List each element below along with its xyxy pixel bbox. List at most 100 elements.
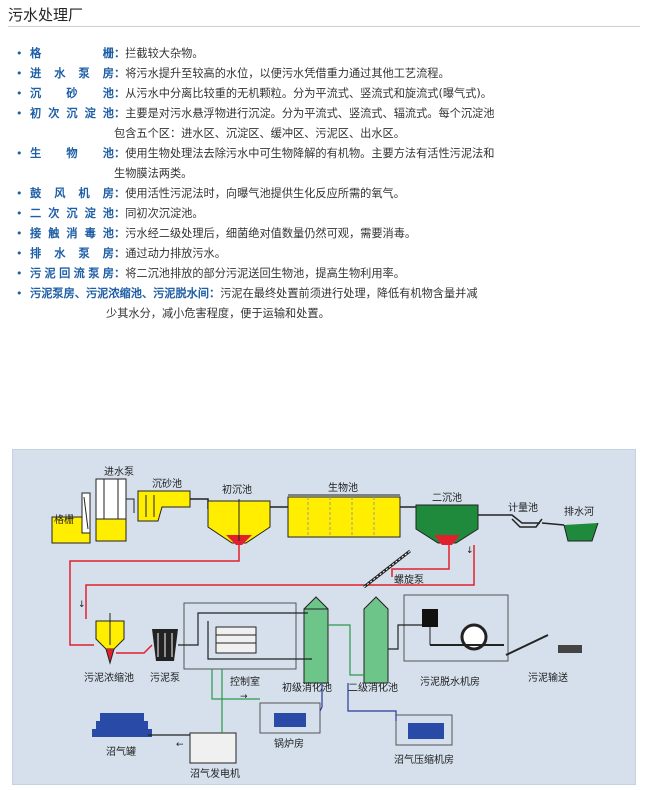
process-term-char: 池 <box>102 87 114 100</box>
label-screw-pump: 螺旋泵 <box>394 573 424 586</box>
process-item: •污泥泵房、污泥浓缩池、污泥脱水间：污泥在最终处置前须进行处理，降低有机物含量并… <box>14 284 574 324</box>
screen-bars <box>83 496 89 530</box>
pipe-gas-to-compressor <box>347 683 397 721</box>
gas-generator-unit <box>189 732 237 764</box>
label-control-room: 控制室 <box>230 675 260 688</box>
pipe-gas-blue <box>319 683 323 712</box>
secondary-digester-tank <box>363 596 389 684</box>
process-term-char: 池 <box>102 207 114 220</box>
pipe-digester-loop <box>207 621 312 660</box>
dewatering-hopper <box>422 609 438 627</box>
process-term-char: 房 <box>102 187 114 200</box>
process-term-char: 房 <box>102 267 114 280</box>
process-description: 从污水中分离比较重的无机颗粒。分为平流式、竖流式和旋流式(曝气式)。 <box>125 87 492 100</box>
secondary-clarifier-tank <box>415 504 479 544</box>
bullet-icon: • <box>16 67 23 80</box>
grit-chamber-tank <box>137 490 191 522</box>
process-term: 接触消毒池 <box>30 224 114 244</box>
process-term-char: 池 <box>102 147 114 160</box>
pipe-gas-main <box>211 669 260 700</box>
process-term-char: 沉 <box>30 87 42 100</box>
label-sludge-pump: 污泥泵 <box>150 671 180 684</box>
process-item: •二次沉淀池：同初次沉淀池。 <box>14 204 574 224</box>
boiler <box>274 713 306 727</box>
process-term-char: 淀 <box>84 207 96 220</box>
bullet-icon: • <box>16 147 23 160</box>
flow-arrow-1: ↓ <box>466 546 474 556</box>
sludge-thickener-unit <box>95 613 125 665</box>
process-item: •生物池：使用生物处理法去除污水中可生物降解的有机物。主要方法有活性污泥法和生物… <box>14 144 574 184</box>
process-term-char: 污 <box>30 267 42 280</box>
process-term: 生物池 <box>30 144 114 164</box>
bullet-icon: • <box>16 227 23 240</box>
label-secondary-digester: 二级消化池 <box>348 681 398 694</box>
secondary-clarifier-unit <box>415 504 479 545</box>
heat-exchanger <box>215 626 257 654</box>
process-term-char: 砂 <box>66 87 78 100</box>
bullet-icon: • <box>16 247 23 260</box>
process-description-continued: 包含五个区：进水区、沉淀区、缓冲区、污泥区、出水区。 <box>114 127 405 140</box>
process-term-char: 泥 <box>44 267 56 280</box>
process-flow-diagram: ↓ ↓ <box>12 449 636 785</box>
gas-holder <box>100 713 144 721</box>
pipe-digester-transfer <box>328 624 364 676</box>
process-term: 沉砂池 <box>30 84 114 104</box>
label-gas-holder: 沼气罐 <box>106 745 136 758</box>
process-term-char: 生 <box>30 147 42 160</box>
label-gas-generator: 沼气发电机 <box>190 767 240 780</box>
pipe-pump-to-digester <box>178 612 308 646</box>
secondary-digester-unit <box>363 596 389 684</box>
bullet-icon: • <box>16 287 23 300</box>
flow-arrow-2: ↓ <box>78 600 86 610</box>
process-term-char: 鼓 <box>30 187 42 200</box>
label-sludge-conveyor: 污泥输送 <box>528 671 568 684</box>
pipe-waste-sludge <box>85 545 475 619</box>
label-gas-compressor-house: 沼气压缩机房 <box>394 753 454 766</box>
process-description: 污泥在最终处置前须进行处理，降低有机物含量并减 <box>220 287 478 300</box>
process-term-char: 风 <box>54 187 66 200</box>
process-description: 污水经二级处理后，细菌绝对值数量仍然可观，需要消毒。 <box>125 227 417 240</box>
label-grit-chamber: 沉砂池 <box>152 477 182 490</box>
page-title: 污水处理厂 <box>8 6 84 24</box>
process-item: •污泥回流泵房：将二沉池排放的部分污泥送回生物池，提高生物利用率。 <box>14 264 574 284</box>
process-description: 使用活性污泥法时，向曝气池提供生化反应所需的氧气。 <box>125 187 405 200</box>
process-term-char: 泵 <box>78 247 90 260</box>
process-term-char: 毒 <box>84 227 96 240</box>
process-term: 格栅 <box>30 44 114 64</box>
process-item: •进水泵房：将污水提升至较高的水位，以便污水凭借重力通过其他工艺流程。 <box>14 64 574 84</box>
process-term-char: 池 <box>102 107 114 120</box>
process-term-char: 接 <box>30 227 42 240</box>
process-term-char: 沉 <box>66 207 78 220</box>
gas-compressor-house-unit <box>395 714 453 746</box>
process-term: 二次沉淀池 <box>30 204 114 224</box>
label-screen: 格栅 <box>54 513 74 526</box>
title-divider <box>8 26 640 27</box>
process-term-char: 泵 <box>78 67 90 80</box>
process-description: 通过动力排放污水。 <box>125 247 226 260</box>
discharge-river <box>563 522 599 542</box>
process-item: •排水泵房：通过动力排放污水。 <box>14 244 574 264</box>
secondary-clarifier-sludge <box>434 535 460 545</box>
process-term-char: 房 <box>102 247 114 260</box>
process-term: 初次沉淀池 <box>30 104 114 124</box>
process-description: 同初次沉淀池。 <box>125 207 204 220</box>
label-meter-pool: 计量池 <box>508 501 538 514</box>
process-term-char: 次 <box>48 107 60 120</box>
process-term-char: 进 <box>30 67 42 80</box>
process-term-char: 沉 <box>66 107 78 120</box>
gas-generator <box>189 732 237 764</box>
control-room-frame <box>183 602 297 670</box>
screw-pump-unit <box>363 549 411 589</box>
process-description: 拦截较大杂物。 <box>125 47 204 60</box>
bullet-icon: • <box>16 207 23 220</box>
screen-unit <box>51 492 91 544</box>
pipe-digester-to-dewater <box>388 624 422 650</box>
boiler-house-unit <box>259 702 321 734</box>
belt-press-drum <box>460 623 488 651</box>
process-term-char: 初 <box>30 107 42 120</box>
process-term-char: 消 <box>66 227 78 240</box>
sludge-pile <box>558 645 582 653</box>
label-secondary-clarifier: 二沉池 <box>432 491 462 504</box>
process-term-char: 次 <box>48 207 60 220</box>
gas-compressor-house-frame <box>395 714 453 746</box>
